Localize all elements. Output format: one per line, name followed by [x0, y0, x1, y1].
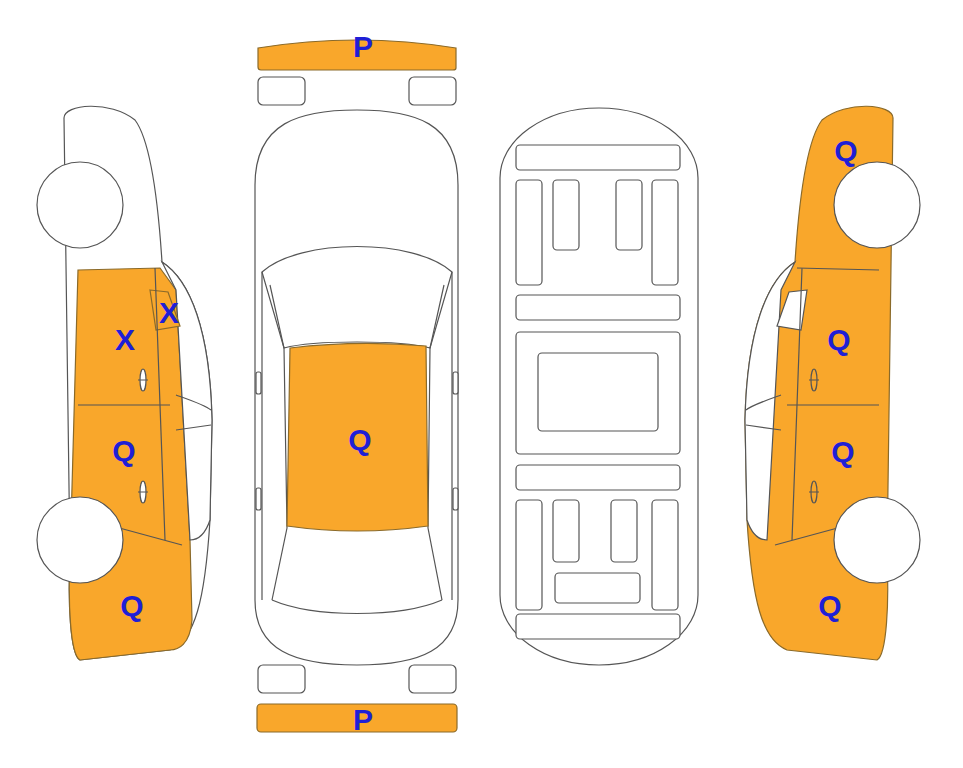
- damage-code: P: [353, 705, 373, 735]
- damage-code: X: [115, 325, 135, 355]
- damage-code: Q: [112, 436, 135, 466]
- underside-panel: [652, 500, 678, 610]
- headlight: [409, 77, 456, 105]
- damage-code: Q: [831, 437, 854, 467]
- underside-panel: [538, 353, 658, 431]
- damage-code: Q: [827, 325, 850, 355]
- damage-code: P: [353, 32, 373, 62]
- right-side-car: [745, 106, 920, 660]
- underside-panel: [611, 500, 637, 562]
- headlight: [258, 77, 305, 105]
- underside-panel: [553, 500, 579, 562]
- underside-panel: [553, 180, 579, 250]
- underside-panel: [616, 180, 642, 250]
- damage-code: Q: [818, 591, 841, 621]
- damage-code: Q: [348, 425, 371, 455]
- underside-panel: [652, 180, 678, 285]
- roof-panel: [287, 343, 428, 531]
- underside-panel: [516, 500, 542, 610]
- underside-panel: [555, 573, 640, 603]
- underside-view: [500, 108, 698, 665]
- damage-code: Q: [120, 591, 143, 621]
- top-view-car: [255, 110, 458, 665]
- damage-code: X: [159, 298, 179, 328]
- left-side-car: [37, 106, 212, 660]
- underside-panel: [516, 295, 680, 320]
- underside-panel: [516, 332, 680, 454]
- damage-code: Q: [834, 136, 857, 166]
- taillight: [409, 665, 456, 693]
- underside-panel: [516, 145, 680, 170]
- underside-panel: [516, 465, 680, 490]
- underside-panel: [516, 180, 542, 285]
- underside-panel: [516, 614, 680, 639]
- taillight: [258, 665, 305, 693]
